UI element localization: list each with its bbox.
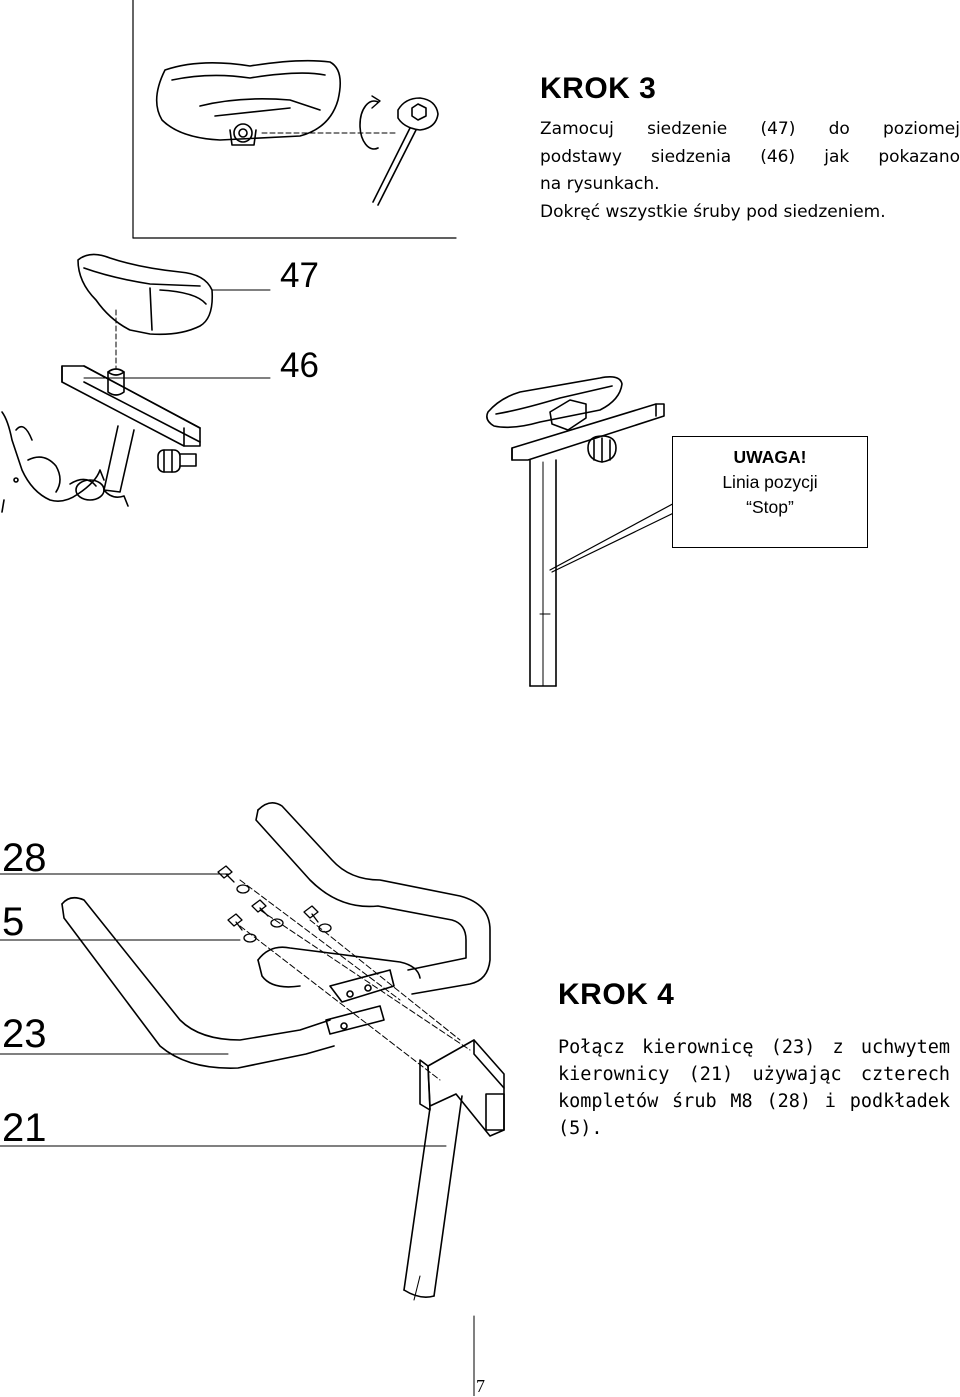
part-label-46: 46 bbox=[280, 346, 319, 385]
step4-line-2: kierownicy (21) używając czterech bbox=[558, 1064, 950, 1085]
step3-line-4: Dokręć wszystkie śruby pod siedzeniem. bbox=[540, 201, 886, 222]
step4-title: KROK 4 bbox=[558, 978, 675, 1011]
step3-line-3: na rysunkach. bbox=[540, 174, 660, 194]
step4-line-4: (5). bbox=[558, 1118, 603, 1139]
page-number: 7 bbox=[476, 1376, 485, 1396]
seat-base-46-drawing bbox=[61, 365, 271, 507]
part-label-23: 23 bbox=[2, 1012, 47, 1056]
handlebar-assembly-drawing bbox=[61, 802, 505, 1301]
bike-frame-fragment bbox=[1, 411, 105, 513]
warning-line-1: Linia pozycji bbox=[722, 472, 818, 492]
part-label-21: 21 bbox=[2, 1106, 47, 1150]
part-label-47: 47 bbox=[280, 256, 319, 295]
step4-instructions: Połącz kierownicę (23) z uchwytem kierow… bbox=[558, 1034, 950, 1142]
part-label-28: 28 bbox=[2, 836, 47, 880]
step3-line-2: podstawy siedzenia (46) jak pokazano bbox=[540, 146, 960, 167]
step4-line-1: Połącz kierownicę (23) z uchwytem bbox=[558, 1037, 950, 1058]
rotation-arrow-icon bbox=[359, 95, 381, 150]
step3-instructions: Zamocuj siedzenie (47) do poziomej podst… bbox=[540, 116, 960, 226]
stop-line-warning-box: UWAGA! Linia pozycji “Stop” bbox=[672, 436, 868, 548]
part-label-5: 5 bbox=[2, 900, 25, 944]
seat-post-stop-line-drawing bbox=[486, 376, 685, 687]
seat-tightening-inset bbox=[132, 0, 457, 239]
label-leader-lines bbox=[0, 873, 447, 1147]
warning-title: UWAGA! bbox=[733, 447, 807, 467]
seat-47-drawing bbox=[77, 253, 271, 369]
warning-line-2: “Stop” bbox=[746, 497, 794, 517]
step3-line-1: Zamocuj siedzenie (47) do poziomej bbox=[540, 119, 960, 139]
step3-title: KROK 3 bbox=[540, 72, 657, 105]
hex-key-icon bbox=[372, 97, 439, 206]
step4-line-3: kompletów śrub M8 (28) i podkładek bbox=[558, 1091, 950, 1112]
